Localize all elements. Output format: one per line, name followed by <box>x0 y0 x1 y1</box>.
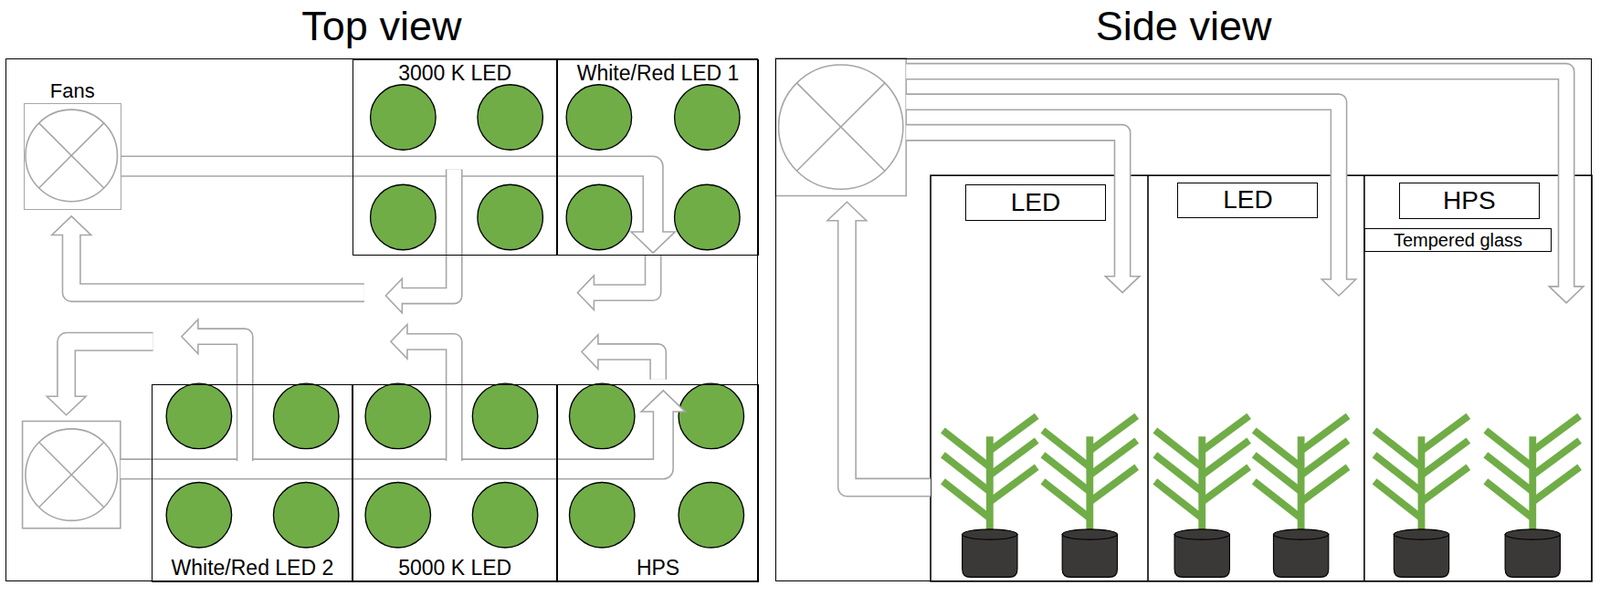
plant-top <box>568 483 635 549</box>
view-title: Top view <box>6 3 758 50</box>
box-label: Tempered glass <box>1393 230 1523 251</box>
plant-top <box>365 383 432 450</box>
plant-side <box>1374 416 1469 579</box>
fan-cross <box>39 442 105 508</box>
chamber-box: White/Red LED 2 <box>151 384 353 583</box>
airflow-arrow <box>577 254 653 310</box>
box-label: HPS <box>636 557 680 580</box>
airflow-arrow <box>905 71 1584 304</box>
plant-top <box>477 184 544 251</box>
plant-top <box>472 383 538 450</box>
fan-housing <box>775 58 906 197</box>
chamber-box: 5000 K LED <box>352 384 557 583</box>
airflow-arrow <box>581 335 659 380</box>
plant-top <box>674 84 741 151</box>
plant-top <box>273 383 339 450</box>
plant-top <box>477 84 544 151</box>
box-label: White/Red LED 1 <box>577 62 740 85</box>
fan-housing <box>22 421 121 528</box>
fan-cross <box>39 123 105 189</box>
box-label: HPS <box>1442 187 1496 216</box>
plant-top <box>678 483 745 549</box>
airflow-arrow <box>905 102 1357 296</box>
plant-top <box>365 483 432 549</box>
box-label: White/Red LED 2 <box>171 557 335 580</box>
plant-side <box>942 416 1037 579</box>
airflow-arrow <box>390 325 454 463</box>
lamp-box: LED <box>965 184 1106 222</box>
airflow-arrow <box>905 132 1140 293</box>
fan-cross <box>796 83 885 171</box>
fan-cross <box>39 123 105 189</box>
fan-symbol <box>25 429 118 522</box>
plant-side <box>1155 416 1250 579</box>
airflow-arrow <box>120 390 686 470</box>
lamp-box: HPS <box>1399 182 1540 220</box>
airflow-arrow <box>385 168 454 313</box>
view-panel: Top viewFans3000 K LEDWhite/Red LED 1Whi… <box>5 58 759 582</box>
plant-side <box>1253 416 1348 579</box>
chamber-divider <box>1147 175 1149 582</box>
airflow-arrow <box>181 319 245 462</box>
view-panel: Side viewLEDLEDHPSTempered glass <box>775 58 1592 582</box>
fan-cross <box>796 83 885 171</box>
airflow-arrow <box>120 166 675 253</box>
illustration-group <box>22 58 1592 582</box>
plant-top <box>273 483 339 549</box>
chamber-outline <box>930 175 1592 582</box>
box-label: 3000 K LED <box>398 62 512 85</box>
airflow-arrow <box>46 341 153 415</box>
chamber-box: White/Red LED 1 <box>557 59 759 257</box>
plant-top <box>472 483 538 549</box>
airflow-arrow <box>52 216 365 294</box>
view-title: Side view <box>776 3 1591 50</box>
plant-side <box>1485 416 1580 579</box>
plant-top <box>568 383 635 450</box>
plant-top <box>566 84 632 151</box>
plant-top <box>674 184 741 251</box>
box-label: 5000 K LED <box>398 557 512 580</box>
box-label: Fans <box>6 80 139 103</box>
plant-top <box>166 483 232 549</box>
plant-top <box>678 383 745 450</box>
lamp-box: LED <box>1177 182 1318 219</box>
fan-symbol <box>25 109 118 202</box>
fan-cross <box>39 442 105 508</box>
fan-box: Fans <box>23 103 122 211</box>
box-label: LED <box>1010 189 1061 218</box>
plant-top <box>370 184 437 251</box>
plant-top <box>166 383 232 450</box>
plant-side <box>1042 416 1137 579</box>
chamber-box: HPS <box>557 384 759 583</box>
box-label: LED <box>1222 186 1273 215</box>
plant-top <box>370 84 437 151</box>
glass-box: Tempered glass <box>1364 228 1553 253</box>
plant-top <box>566 184 632 251</box>
fan-symbol <box>778 64 904 190</box>
airflow-arrow <box>827 201 931 488</box>
chamber-box: 3000 K LED <box>352 59 557 257</box>
